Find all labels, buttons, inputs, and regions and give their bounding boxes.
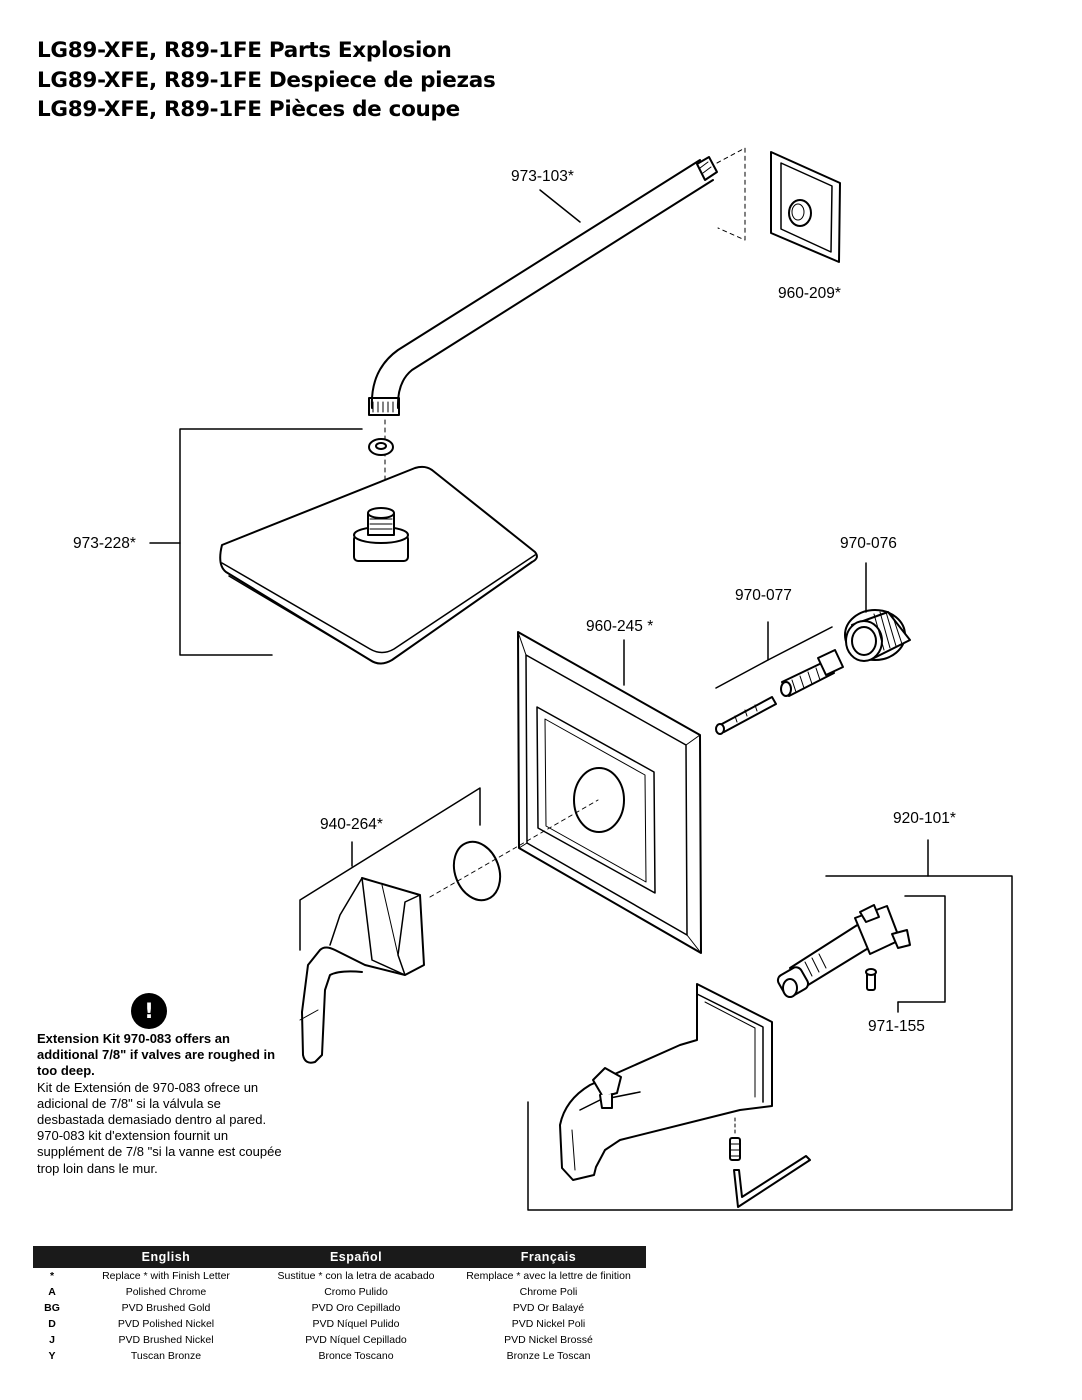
shower-arm-part (368, 147, 746, 416)
tub-spout-part (527, 839, 1013, 1211)
finish-spanish: PVD Oro Cepillado (311, 1302, 401, 1314)
finish-english: PVD Brushed Nickel (118, 1334, 214, 1346)
handle-part (299, 787, 481, 1064)
finish-code: BG (44, 1302, 60, 1314)
finish-spanish: PVD Níquel Pulido (312, 1318, 400, 1330)
header-english: English (71, 1246, 261, 1268)
finish-english: Replace * with Finish Letter (102, 1270, 230, 1282)
finish-code: A (48, 1286, 56, 1298)
finish-english: PVD Brushed Gold (121, 1302, 211, 1314)
title-spanish: LG89-XFE, R89-1FE Despiece de piezas (37, 67, 496, 93)
note-english: Extension Kit 970-083 offers an addition… (37, 1031, 276, 1079)
table-row: BG PVD Brushed Gold PVD Oro Cepillado PV… (33, 1300, 646, 1316)
shower-head-part (149, 428, 538, 665)
finish-spanish: PVD Níquel Cepillado (305, 1334, 407, 1346)
finish-code: Y (48, 1350, 56, 1362)
shower-flange-part (770, 151, 841, 263)
note-spanish: Kit de Extensión de 970-083 ofrece un ad… (37, 1079, 267, 1128)
finish-french: PVD Nickel Poli (511, 1318, 586, 1330)
finish-code: D (48, 1318, 56, 1330)
table-row: D PVD Polished Nickel PVD Níquel Pulido … (33, 1316, 646, 1332)
extension-kit-note: Extension Kit 970-083 offers an addition… (37, 1031, 282, 1177)
callout-shower-flange: 960-209* (778, 285, 841, 302)
table-row: J PVD Brushed Nickel PVD Níquel Cepillad… (33, 1332, 646, 1348)
page-title: LG89-XFE, R89-1FE Parts Explosion LG89-X… (37, 36, 496, 125)
finish-french: PVD Or Balayé (512, 1302, 585, 1314)
exclamation-icon: ! (131, 993, 167, 1029)
title-english: LG89-XFE, R89-1FE Parts Explosion (37, 38, 452, 63)
callout-stem-screw: 970-077 (735, 587, 792, 604)
finish-english: Tuscan Bronze (130, 1350, 202, 1362)
finish-english: PVD Polished Nickel (117, 1318, 215, 1330)
callout-seat: 970-076 (840, 535, 897, 552)
callout-handle: 940-264* (320, 816, 383, 833)
header-spanish: Español (261, 1246, 451, 1268)
table-row: * Replace * with Finish Letter Sustitue … (33, 1268, 646, 1284)
title-french: LG89-XFE, R89-1FE Pièces de coupe (37, 97, 460, 122)
header-french: Français (451, 1246, 646, 1268)
finish-table-header: English Español Français (33, 1246, 646, 1268)
note-french: 970-083 kit d'extension fournit un suppl… (37, 1128, 282, 1176)
finish-french: Remplace * avec la lettre de finition (466, 1270, 631, 1282)
seat-part (844, 562, 911, 662)
stem-screw-part (715, 621, 844, 735)
trim-plate-part (517, 631, 702, 954)
finish-spanish: Cromo Pulido (324, 1286, 388, 1298)
callout-diverter: 971-155 (868, 1018, 925, 1035)
callout-shower-arm: 973-103* (511, 168, 574, 185)
finish-spanish: Sustitue * con la letra de acabado (277, 1270, 435, 1282)
table-row: Y Tuscan Bronze Bronce Toscano Bronze Le… (33, 1348, 646, 1364)
diverter-part (776, 895, 946, 1013)
finish-code: * (49, 1270, 55, 1282)
finish-table: English Español Français * Replace * wit… (33, 1246, 646, 1364)
callout-tub-spout: 920-101* (893, 810, 956, 827)
finish-english: Polished Chrome (125, 1286, 207, 1298)
finish-french: Bronze Le Toscan (506, 1350, 591, 1362)
callout-trim-plate: 960-245 * (586, 618, 654, 635)
callout-shower-head: 973-228* (73, 535, 136, 552)
finish-spanish: Bronce Toscano (318, 1350, 394, 1362)
finish-french: PVD Nickel Brossé (504, 1334, 593, 1346)
table-row: A Polished Chrome Cromo Pulido Chrome Po… (33, 1284, 646, 1300)
finish-french: Chrome Poli (519, 1286, 578, 1298)
header-code (33, 1246, 71, 1268)
o-ring-part (429, 799, 599, 902)
finish-code: J (49, 1334, 55, 1346)
